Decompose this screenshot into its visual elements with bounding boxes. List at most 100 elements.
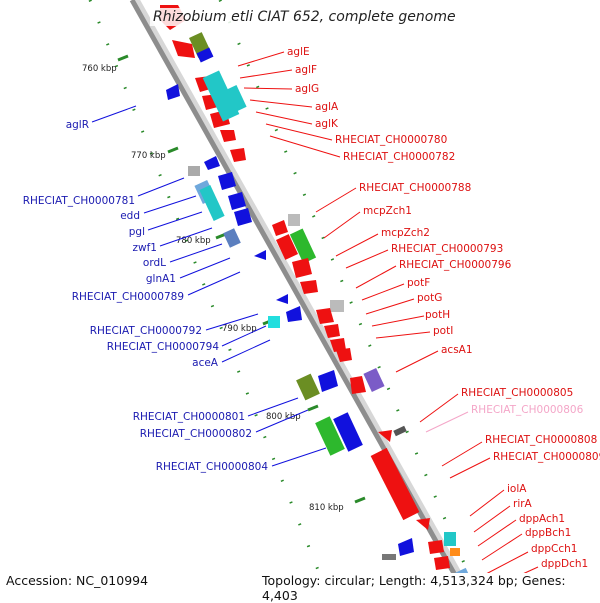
gene-feature[interactable] — [434, 556, 450, 570]
gene-feature[interactable] — [336, 348, 352, 362]
gene-label[interactable]: potG — [417, 292, 442, 304]
gene-feature[interactable] — [228, 192, 246, 210]
gene-feature[interactable] — [288, 214, 300, 226]
gene-label[interactable]: dppAch1 — [519, 513, 565, 525]
gene-feature[interactable] — [166, 84, 180, 100]
genome-backbone-shadow — [131, 0, 476, 600]
forward-label-lines — [237, 51, 539, 589]
gene-feature[interactable] — [227, 85, 247, 111]
genome-title: Rhizobium etli CIAT 652, complete genome — [150, 8, 459, 26]
gene-feature[interactable] — [398, 538, 414, 556]
gene-label[interactable]: dppDch1 — [541, 558, 588, 570]
gene-feature[interactable] — [296, 373, 320, 401]
ruler-label: 760 kbp — [82, 64, 117, 74]
gene-feature[interactable] — [350, 376, 366, 394]
gene-feature[interactable] — [223, 228, 241, 248]
gene-label[interactable]: dppCch1 — [531, 543, 577, 555]
gene-feature[interactable] — [444, 532, 456, 546]
gene-feature[interactable] — [220, 130, 236, 142]
gene-label[interactable]: iolA — [507, 483, 527, 495]
gene-feature[interactable] — [286, 306, 302, 322]
gene-label[interactable]: edd — [120, 210, 140, 222]
gene-feature[interactable] — [276, 294, 288, 304]
gene-feature[interactable] — [196, 47, 214, 63]
gene-feature[interactable] — [276, 234, 298, 260]
gene-label[interactable]: aglE — [287, 46, 310, 58]
gene-label[interactable]: RHECIAT_CH0000792 — [90, 325, 202, 337]
gene-feature[interactable] — [416, 518, 430, 530]
gene-label[interactable]: RHECIAT_CH0000793 — [391, 243, 503, 255]
gene-label[interactable]: aglA — [315, 101, 339, 113]
ruler-label: 790 kbp — [222, 324, 257, 334]
gene-feature[interactable] — [234, 208, 252, 226]
gene-label[interactable]: potH — [425, 309, 450, 321]
gene-label[interactable]: RHECIAT_CH0000794 — [107, 341, 220, 353]
gene-label[interactable]: aglK — [315, 118, 339, 130]
gene-label[interactable]: RHECIAT_CH0000801 — [133, 411, 245, 423]
forward-labels: aglE aglF aglG aglA aglK RHECIAT_CH00007… — [287, 46, 600, 570]
gene-feature[interactable] — [378, 430, 392, 442]
gene-label[interactable]: RHECIAT_CH0000789 — [72, 291, 184, 303]
gene-label[interactable]: RHECIAT_CH0000806 — [471, 404, 584, 416]
gene-label[interactable]: mcpZch2 — [381, 227, 430, 239]
gene-label[interactable]: acsA1 — [441, 344, 473, 356]
gene-feature[interactable] — [172, 40, 195, 58]
gene-label[interactable]: glnA1 — [146, 273, 176, 285]
gene-feature[interactable] — [315, 416, 345, 456]
ruler-label: 800 kbp — [266, 412, 301, 422]
gene-label[interactable]: RHECIAT_CH0000809 — [493, 451, 600, 463]
gene-label[interactable]: RHECIAT_CH0000780 — [335, 134, 447, 146]
gene-label[interactable]: RHECIAT_CH0000788 — [359, 182, 471, 194]
gene-feature[interactable] — [188, 166, 200, 176]
gene-label[interactable]: dppBch1 — [525, 527, 571, 539]
gene-label[interactable]: aglF — [295, 64, 317, 76]
gene-feature[interactable] — [333, 412, 363, 452]
ruler-label: 770 kbp — [131, 151, 166, 161]
gene-feature[interactable] — [202, 70, 240, 122]
gene-feature[interactable] — [450, 548, 460, 556]
gene-label[interactable]: potF — [407, 277, 430, 289]
gene-feature[interactable] — [330, 300, 344, 312]
gene-label[interactable]: ordL — [143, 257, 166, 269]
gene-feature[interactable] — [428, 540, 444, 554]
gene-feature[interactable] — [393, 425, 407, 437]
gene-feature[interactable] — [330, 338, 346, 352]
gene-feature[interactable] — [382, 554, 396, 560]
gene-label[interactable]: RHECIAT_CH0000804 — [156, 461, 269, 473]
gene-label[interactable]: rirA — [513, 498, 533, 510]
gene-feature[interactable] — [272, 220, 288, 236]
gene-feature[interactable] — [204, 156, 220, 170]
genome-summary-text: Topology: circular; Length: 4,513,324 bp… — [262, 573, 600, 603]
gene-label[interactable]: pgl — [129, 226, 145, 238]
gene-feature[interactable] — [316, 308, 334, 324]
gene-label[interactable]: RHECIAT_CH0000808 — [485, 434, 597, 446]
accession-text: Accession: NC_010994 — [6, 573, 149, 588]
gene-feature[interactable] — [363, 367, 385, 393]
gene-label[interactable]: RHECIAT_CH0000805 — [461, 387, 573, 399]
gene-feature[interactable] — [318, 370, 338, 392]
gene-label[interactable]: aceA — [192, 357, 219, 369]
gene-feature[interactable] — [254, 250, 266, 260]
gene-label[interactable]: mcpZch1 — [363, 205, 412, 217]
gene-label[interactable]: potI — [433, 325, 453, 337]
gene-label[interactable]: aglR — [66, 119, 89, 131]
gene-feature[interactable] — [324, 324, 340, 338]
reverse-genes — [166, 84, 414, 560]
gene-label[interactable]: RHECIAT_CH0000781 — [23, 195, 135, 207]
gene-feature[interactable] — [370, 447, 420, 521]
gene-feature[interactable] — [230, 148, 246, 162]
gene-label[interactable]: zwf1 — [133, 242, 157, 254]
gene-label[interactable]: RHECIAT_CH0000802 — [140, 428, 252, 440]
ruler-label: 780 kbp — [176, 236, 211, 246]
gene-label[interactable]: RHECIAT_CH0000782 — [343, 151, 455, 163]
gene-label[interactable]: aglG — [295, 83, 319, 95]
gene-feature[interactable] — [292, 258, 312, 278]
gene-feature[interactable] — [268, 316, 280, 328]
gene-feature[interactable] — [289, 228, 317, 264]
gene-feature[interactable] — [199, 185, 225, 221]
gene-feature[interactable] — [300, 280, 318, 294]
gene-label[interactable]: RHECIAT_CH0000796 — [399, 259, 512, 271]
reverse-label-lines — [91, 105, 327, 467]
gene-feature[interactable] — [218, 172, 236, 190]
